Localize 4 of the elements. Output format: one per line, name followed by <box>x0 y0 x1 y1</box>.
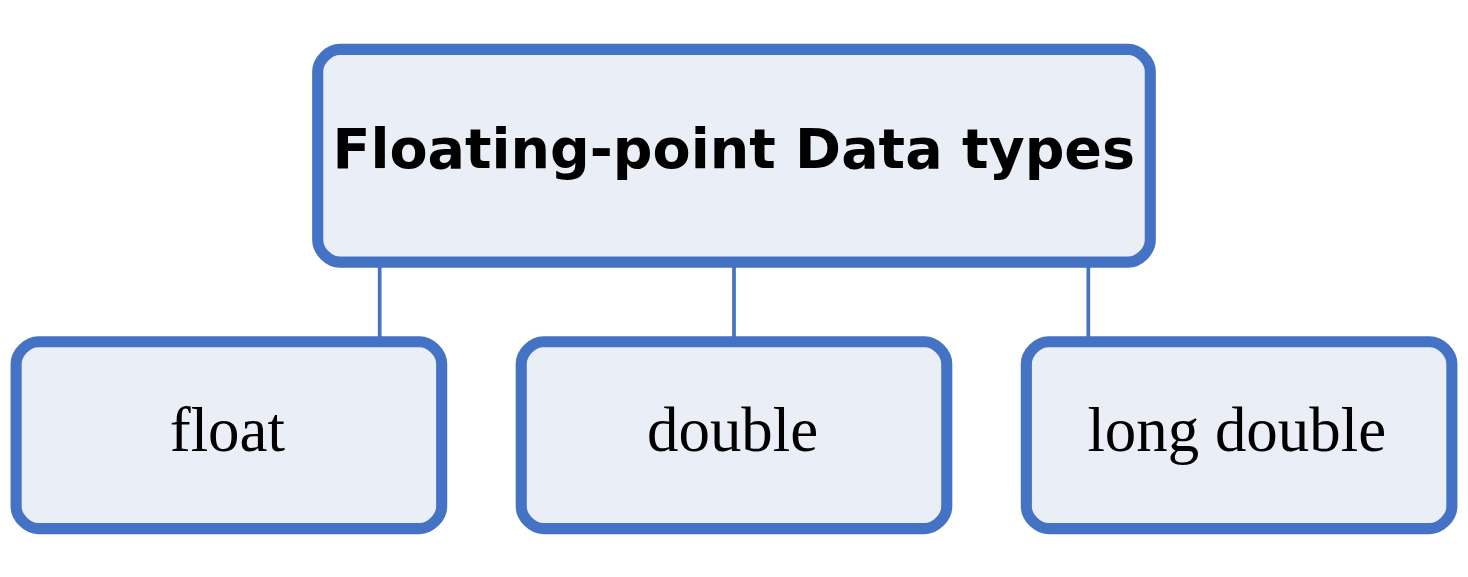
node-box: float <box>10 335 448 534</box>
node-box: long double <box>1020 335 1458 534</box>
node-box: double <box>515 335 953 534</box>
node-box: Floating-point Data types <box>312 43 1156 268</box>
